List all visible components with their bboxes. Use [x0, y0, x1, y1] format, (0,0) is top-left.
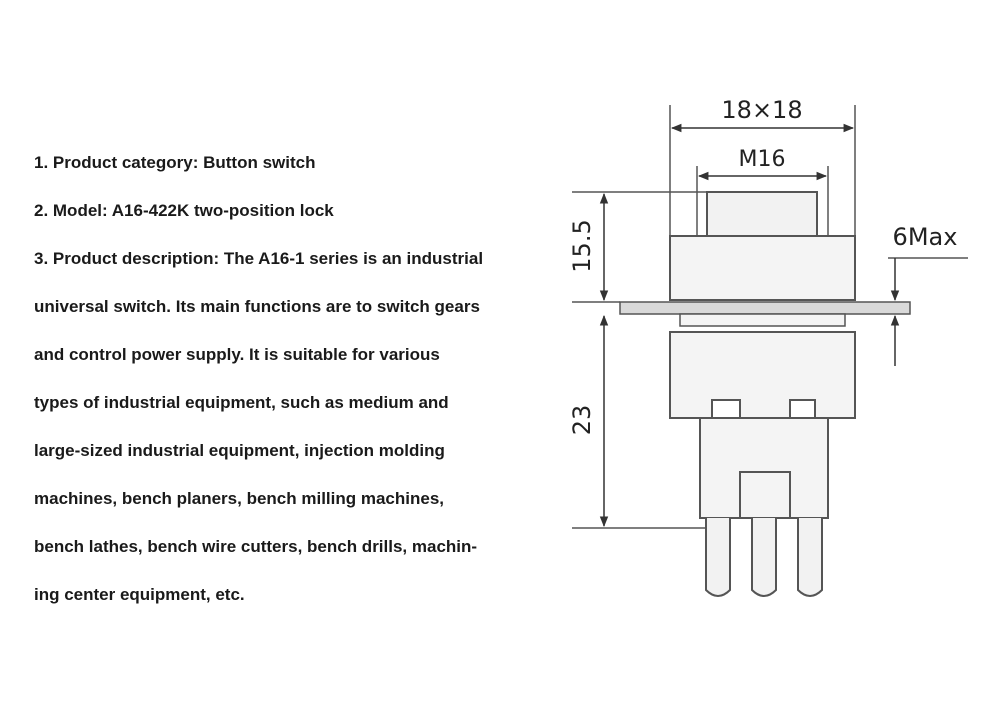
height-bottom-dimension-label: 23: [568, 405, 596, 436]
switch-dimension-drawing: 18×18 M16 15.5 23 6Max: [568, 96, 968, 597]
text-line: 1. Product category: Button switch: [34, 153, 316, 172]
bezel: [669, 235, 856, 301]
text-line: machines, bench planers, bench milling m…: [34, 489, 445, 508]
text-line: types of industrial equipment, such as m…: [34, 393, 449, 412]
text-line: ing center equipment, etc.: [34, 585, 245, 604]
text-line: 2. Model: A16-422K two-position lock: [34, 201, 334, 220]
text-line: 3. Product description: The A16-1 series…: [34, 249, 484, 268]
terminal-pin: [705, 518, 731, 597]
text-line: large-sized industrial equipment, inject…: [34, 441, 445, 460]
thread-dimension-label: M16: [739, 147, 786, 172]
text-line: bench lathes, bench wire cutters, bench …: [34, 537, 478, 556]
terminal-pin: [751, 518, 777, 597]
button-cap: [706, 191, 818, 239]
product-description: 1. Product category: Button switch 2. Mo…: [34, 139, 524, 619]
width-dimension-label: 18×18: [721, 96, 802, 124]
switch-body: [669, 331, 856, 419]
terminal-pin: [797, 518, 823, 597]
text-line: and control power supply. It is suitable…: [34, 345, 440, 364]
panel-thickness-label: 6Max: [893, 223, 958, 251]
text-line: universal switch. Its main functions are…: [34, 297, 480, 316]
mounting-panel: [619, 301, 911, 315]
height-top-dimension-label: 15.5: [568, 219, 596, 272]
